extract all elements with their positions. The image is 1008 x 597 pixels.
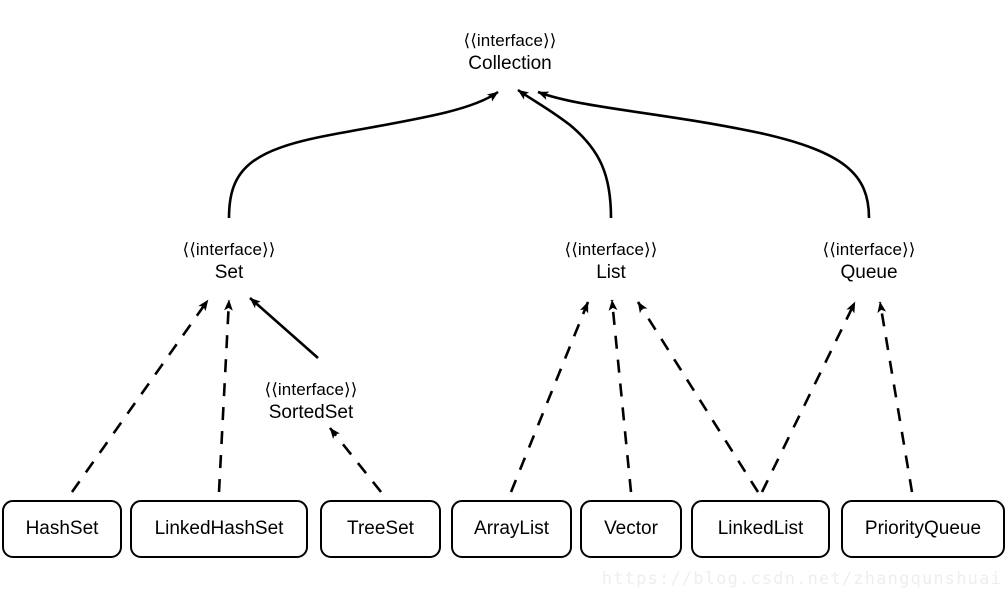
stereotype-label: ⟨⟨interface⟩⟩ (564, 240, 658, 259)
class-box-linkedhashset[interactable]: LinkedHashSet (130, 500, 308, 558)
edge-list-to-collection (517, 88, 613, 219)
class-name-label: PriorityQueue (864, 518, 982, 539)
interface-name: Queue (840, 261, 898, 283)
interface-node-collection[interactable]: ⟨⟨interface⟩⟩ Collection (6, 30, 1008, 76)
interface-node-sortedset[interactable]: ⟨⟨interface⟩⟩ SortedSet (0, 379, 815, 425)
class-name-label: HashSet (25, 518, 99, 539)
edge-arraylist-to-list (509, 301, 590, 493)
edge-treeset-to-sortedset (328, 427, 383, 493)
class-name-label: ArrayList (474, 518, 549, 539)
class-name-label: TreeSet (347, 518, 414, 539)
interface-name: SortedSet (268, 401, 354, 423)
class-box-treeset[interactable]: TreeSet (320, 500, 441, 558)
class-name-label: LinkedList (717, 518, 804, 539)
stereotype-label: ⟨⟨interface⟩⟩ (264, 380, 358, 399)
watermark-text: https://blog.csdn.net/zhangqunshuai (601, 569, 1002, 589)
edge-priorityqueue-to-queue (877, 301, 914, 493)
class-box-linkedlist[interactable]: LinkedList (691, 500, 830, 558)
interface-node-queue[interactable]: ⟨⟨interface⟩⟩ Queue (365, 239, 1008, 285)
interface-name: Collection (468, 52, 552, 74)
edge-vector-to-list (608, 299, 633, 493)
interface-name: Set (214, 261, 244, 283)
class-name-label: Vector (604, 518, 658, 539)
stereotype-label: ⟨⟨interface⟩⟩ (463, 31, 557, 50)
edge-queue-to-collection (537, 90, 871, 219)
interface-node-set[interactable]: ⟨⟨interface⟩⟩ Set (0, 239, 733, 285)
stereotype-label: ⟨⟨interface⟩⟩ (822, 240, 916, 259)
interface-node-list[interactable]: ⟨⟨interface⟩⟩ List (107, 239, 1008, 285)
interface-name: List (596, 261, 626, 283)
edge-hashset-to-set (70, 299, 210, 493)
class-name-label: LinkedHashSet (154, 518, 284, 539)
edge-linkedhashset-to-set (217, 299, 233, 493)
edge-sortedset-to-set (249, 297, 319, 359)
class-box-vector[interactable]: Vector (580, 500, 682, 558)
class-box-priorityqueue[interactable]: PriorityQueue (841, 500, 1005, 558)
edge-linkedlist-to-queue (760, 301, 857, 493)
edge-set-to-collection (227, 90, 499, 219)
class-box-arraylist[interactable]: ArrayList (451, 500, 572, 558)
stereotype-label: ⟨⟨interface⟩⟩ (182, 240, 276, 259)
class-box-hashset[interactable]: HashSet (2, 500, 122, 558)
